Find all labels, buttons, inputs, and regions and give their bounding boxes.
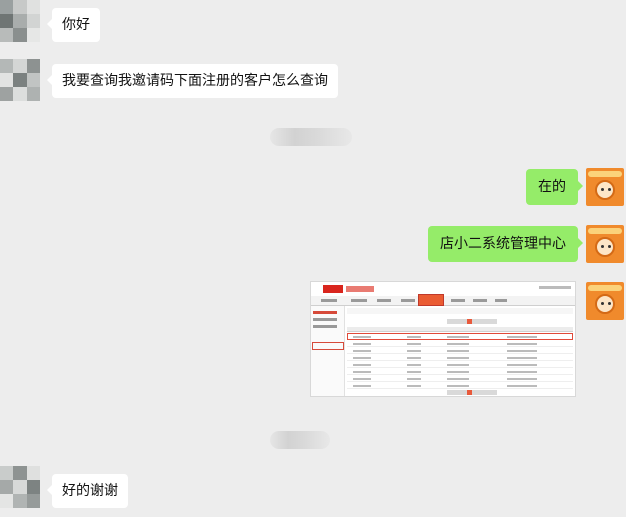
table-row [347,383,573,389]
screenshot-pager-bottom [447,390,497,395]
contact-avatar[interactable] [0,466,40,508]
message-text: 在的 [538,179,566,195]
timestamp-blurred [270,431,330,449]
screenshot-pager [447,319,497,324]
screenshot-sidebar [311,306,345,396]
message-bubble-greeting[interactable]: 你好 [47,8,100,42]
message-text: 你好 [62,17,90,33]
screenshot-logo-icon [323,285,343,293]
avatar-banner [588,171,622,177]
screenshot-nav-active-tab [418,294,444,306]
table-row [347,362,573,368]
image-message-screenshot[interactable] [310,281,576,397]
table-row [347,355,573,361]
message-bubble-thanks[interactable]: 好的谢谢 [47,474,128,508]
screenshot-logo-text [346,286,374,292]
avatar-banner [588,228,622,234]
screenshot-header [311,282,575,296]
message-bubble-reply[interactable]: 在的 [526,169,583,205]
screenshot-header-links [539,286,571,289]
contact-avatar[interactable] [0,59,40,101]
message-text: 好的谢谢 [62,483,118,499]
screenshot-sidebar-highlight [312,342,344,350]
mascot-avatar-icon[interactable] [586,225,624,263]
contact-avatar[interactable] [0,0,40,42]
mascot-avatar-icon[interactable] [586,282,624,320]
screenshot-main-panel [347,308,573,396]
screenshot-row-highlight [347,333,573,340]
message-text: 店小二系统管理中心 [440,236,566,252]
timestamp-blurred [270,128,352,146]
table-row [347,341,573,347]
mascot-avatar-icon[interactable] [586,168,624,206]
message-bubble-question[interactable]: 我要查询我邀请码下面注册的客户怎么查询 [47,64,338,98]
message-bubble-system-name[interactable]: 店小二系统管理中心 [428,226,583,262]
avatar-face [595,294,615,314]
table-row [347,348,573,354]
avatar-face [595,180,615,200]
screenshot-filter-row [347,308,573,314]
table-row [347,369,573,375]
avatar-banner [588,285,622,291]
message-text: 我要查询我邀请码下面注册的客户怎么查询 [62,73,328,89]
table-row [347,376,573,382]
avatar-face [595,237,615,257]
screenshot-table-header [347,327,573,332]
